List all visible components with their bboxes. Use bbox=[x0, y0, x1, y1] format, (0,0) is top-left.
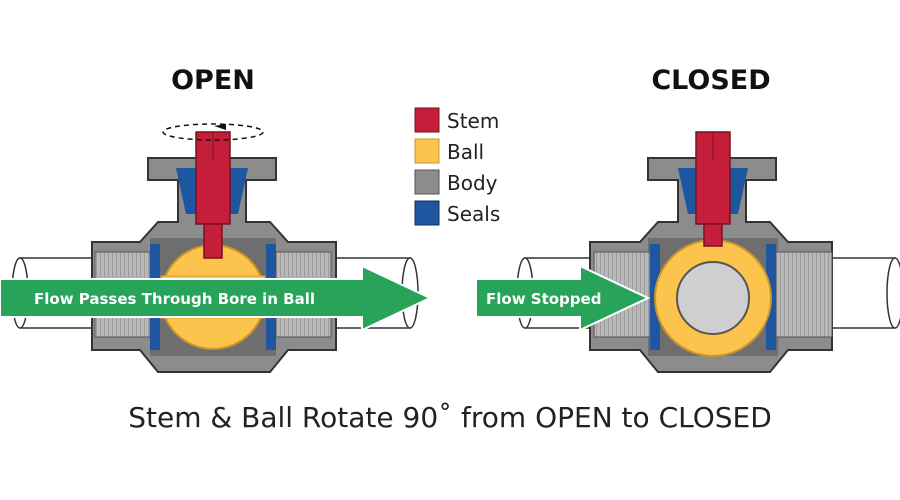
legend-swatch-seals bbox=[414, 200, 440, 226]
closed-stem-tip bbox=[703, 223, 723, 247]
legend-swatch-stem bbox=[414, 107, 440, 133]
open-stem-tip bbox=[203, 223, 223, 259]
legend-label-seals: Seals bbox=[447, 202, 500, 226]
legend-label-body: Body bbox=[447, 171, 498, 195]
closed-flow-label: Flow Stopped bbox=[486, 290, 601, 308]
closed-flow-arrow bbox=[475, 264, 651, 332]
legend-label-stem: Stem bbox=[447, 109, 499, 133]
legend-swatch-ball bbox=[414, 138, 440, 164]
closed-right-pipe-end bbox=[886, 257, 900, 329]
open-stem-seal-left bbox=[176, 168, 200, 214]
rotation-arrowhead-icon bbox=[214, 124, 226, 130]
open-title: OPEN bbox=[171, 65, 255, 96]
legend: Stem Ball Body Seals bbox=[414, 107, 500, 226]
closed-ball-bore bbox=[676, 261, 750, 335]
closed-title: CLOSED bbox=[651, 65, 770, 96]
legend-label-ball: Ball bbox=[447, 140, 484, 164]
legend-swatch-body bbox=[414, 169, 440, 195]
open-valve: Flow Passes Through Bore in Ball OPEN bbox=[0, 65, 433, 373]
open-flow-arrow bbox=[0, 264, 433, 332]
closed-valve: Flow Stopped CLOSED bbox=[475, 65, 900, 373]
open-flow-label: Flow Passes Through Bore in Ball bbox=[34, 290, 315, 308]
rotation-arrow-icon bbox=[162, 123, 264, 141]
closed-right-thread bbox=[775, 251, 833, 338]
caption: Stem & Ball Rotate 90˚ from OPEN to CLOS… bbox=[128, 401, 772, 434]
